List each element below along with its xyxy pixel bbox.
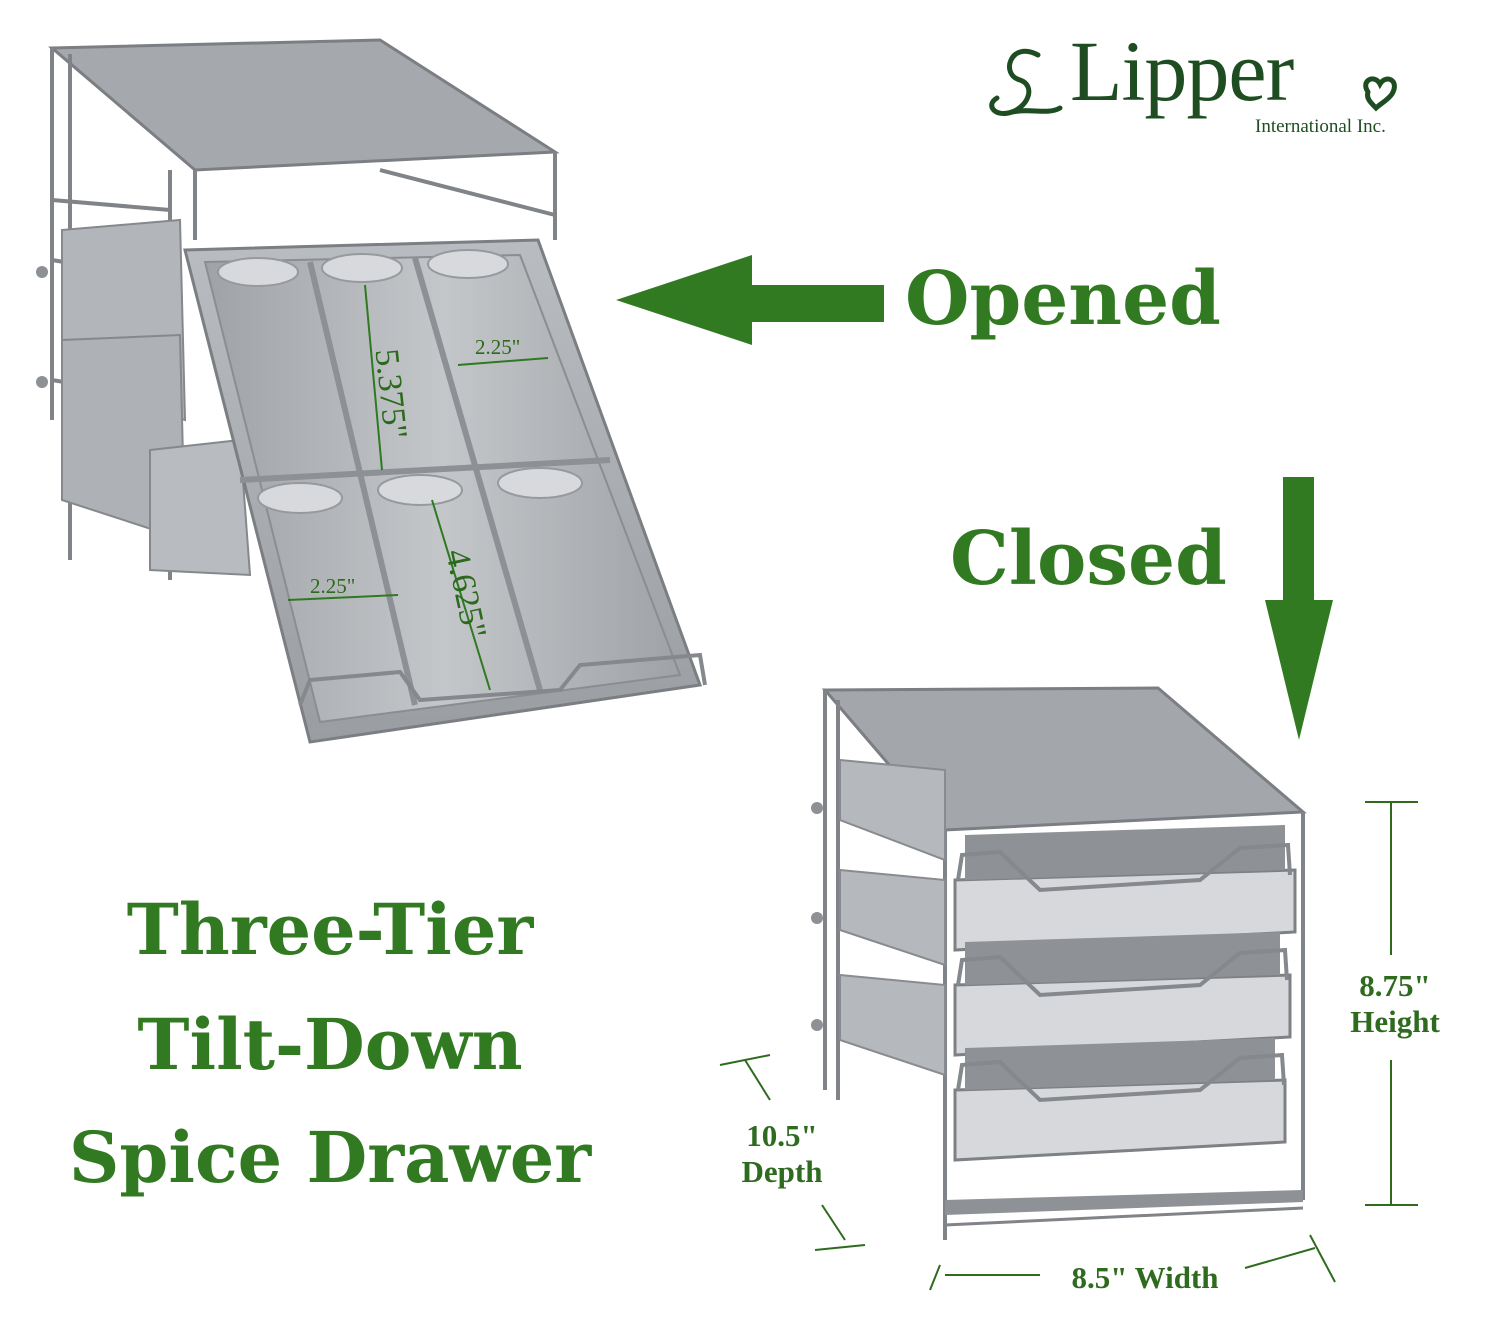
height-label: Height [1350,1003,1440,1039]
closed-rack-image [811,686,1307,1240]
opened-rack-image [36,38,707,744]
bottom-width-label: 2.25" [310,574,356,598]
brand-subtitle: International Inc. [1255,116,1386,137]
opened-label: Opened [905,256,1221,342]
closed-dimension-lines [719,801,1418,1291]
title-line-2: Tilt-Down [137,1003,523,1086]
depth-label: Depth [741,1153,823,1189]
closed-label: Closed [950,516,1227,602]
top-width-label: 2.25" [475,335,521,359]
title-line-1: Three-Tier [126,888,534,971]
title-line-3: Spice Drawer [68,1116,592,1199]
brand-name: Lipper [1070,23,1294,119]
height-dimension: 8.75" Height [1340,968,1450,1039]
depth-dimension: 10.5" Depth [722,1118,842,1189]
height-value: 8.75" [1359,968,1431,1003]
lipper-logo-icon [989,48,1397,116]
depth-value: 10.5" [746,1118,818,1153]
arrow-left-icon [616,255,884,345]
width-dimension: 8.5" Width [1071,1260,1219,1295]
arrow-down-icon [1265,477,1333,740]
